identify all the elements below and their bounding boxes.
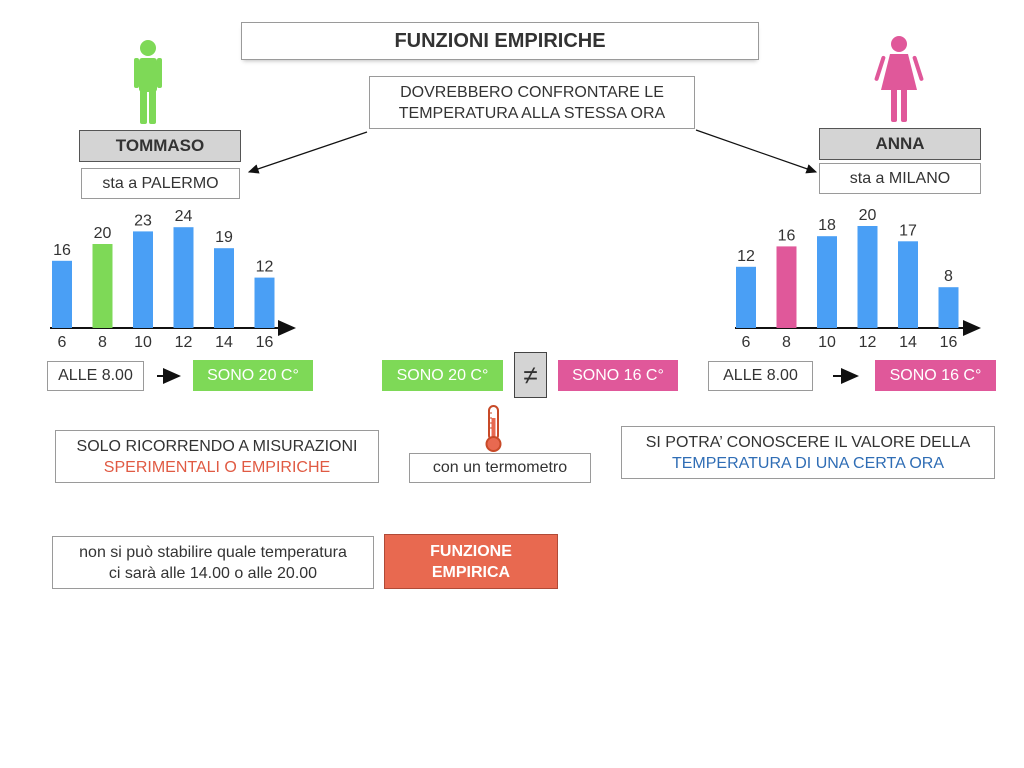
bar-value-label: 19 — [215, 229, 233, 246]
thermometer-caption-box: con un termometro — [409, 453, 591, 483]
not-equal-box: ≠ — [514, 352, 547, 398]
bar-value-label: 16 — [53, 242, 71, 259]
thermometer-caption: con un termometro — [432, 459, 568, 476]
compare-right-box: SONO 16 C° — [558, 360, 678, 391]
bar-value-label: 17 — [899, 222, 917, 239]
tommaso-name: TOMMASO — [79, 130, 241, 162]
bar-value-label: 24 — [175, 208, 193, 225]
bar-6 — [736, 266, 756, 328]
left-time-box: ALLE 8.00 — [47, 361, 144, 391]
compare-left-label: SONO 20 C° — [396, 366, 489, 384]
x-tick-label: 10 — [818, 334, 836, 351]
bar-value-label: 18 — [818, 217, 836, 234]
anna-location: sta a MILANO — [819, 163, 981, 194]
right-note-line-1: SI POTRA’ CONOSCERE IL VALORE DELLA — [645, 433, 971, 451]
right-time-box: ALLE 8.00 — [708, 361, 813, 391]
funzione-label-2: EMPIRICA — [431, 563, 511, 581]
left-result-label: SONO 20 C° — [207, 366, 299, 384]
top-note-box: DOVREBBERO CONFRONTARE LE TEMPERATURA AL… — [369, 76, 695, 129]
bottom-note-line-1: non si può stabilire quale temperatura — [79, 543, 347, 561]
bar-8 — [92, 244, 113, 328]
tommaso-name-label: TOMMASO — [115, 136, 205, 155]
bar-14 — [214, 248, 234, 328]
bar-value-label: 20 — [859, 207, 877, 224]
x-tick-label: 14 — [215, 334, 233, 351]
bottom-note-box: non si può stabilire quale temperatura c… — [52, 536, 374, 589]
anna-name-label: ANNA — [875, 134, 925, 153]
bar-value-label: 20 — [94, 225, 112, 242]
page-title: FUNZIONI EMPIRICHE — [394, 29, 606, 52]
tommaso-location-label: sta a PALERMO — [102, 174, 219, 192]
x-tick-label: 8 — [782, 334, 791, 351]
right-note-line-2: TEMPERATURA DI UNA CERTA ORA — [671, 454, 945, 472]
bottom-note-line-2: ci sarà alle 14.00 o alle 20.00 — [108, 564, 318, 582]
x-tick-label: 16 — [940, 334, 958, 351]
bar-value-label: 8 — [944, 268, 953, 285]
male-person-icon — [134, 40, 162, 124]
bar-10 — [133, 231, 153, 328]
compare-left-box: SONO 20 C° — [382, 360, 503, 391]
top-note-line-1: DOVREBBERO CONFRONTARE LE — [400, 83, 664, 101]
anna-name: ANNA — [819, 128, 981, 160]
x-tick-label: 6 — [58, 334, 67, 351]
right-time-label: ALLE 8.00 — [723, 367, 798, 384]
right-note-box: SI POTRA’ CONOSCERE IL VALORE DELLA TEMP… — [621, 426, 995, 479]
left-result-box: SONO 20 C° — [193, 360, 313, 391]
x-tick-label: 12 — [175, 334, 193, 351]
x-tick-label: 16 — [256, 334, 274, 351]
left-note-line-2: SPERIMENTALI O EMPIRICHE — [103, 458, 331, 476]
chart-tommaso: 16 6 20 8 23 10 24 12 19 14 12 16 — [50, 208, 296, 351]
compare-right-label: SONO 16 C° — [572, 366, 664, 384]
left-note-box: SOLO RICORRENDO A MISURAZIONI SPERIMENTA… — [55, 430, 379, 483]
arrow-to-anna — [695, 129, 818, 174]
funzione-empirica-box: FUNZIONE EMPIRICA — [384, 534, 558, 589]
bar-6 — [52, 260, 72, 328]
anna-location-label: sta a MILANO — [849, 169, 951, 187]
chart-anna: 12 6 16 8 18 10 20 12 17 14 8 16 — [735, 207, 981, 351]
x-tick-label: 10 — [134, 334, 152, 351]
bar-8 — [776, 246, 797, 328]
thermometer-icon — [485, 405, 502, 452]
tommaso-location: sta a PALERMO — [81, 168, 240, 199]
bar-16 — [254, 277, 275, 328]
bar-value-label: 23 — [134, 212, 152, 229]
x-tick-label: 8 — [98, 334, 107, 351]
x-tick-label: 6 — [742, 334, 751, 351]
bar-10 — [817, 236, 837, 328]
female-person-icon — [874, 36, 924, 122]
bar-12 — [857, 226, 878, 328]
arrow-to-tommaso — [247, 131, 368, 174]
left-time-label: ALLE 8.00 — [58, 367, 133, 384]
bar-value-label: 12 — [737, 248, 755, 265]
not-equal-symbol: ≠ — [523, 359, 538, 390]
funzione-label-1: FUNZIONE — [430, 542, 512, 560]
top-note-line-2: TEMPERATURA ALLA STESSA ORA — [398, 104, 666, 122]
bar-16 — [938, 287, 959, 328]
right-result-label: SONO 16 C° — [889, 366, 982, 384]
left-note-line-1: SOLO RICORRENDO A MISURAZIONI — [76, 437, 358, 455]
x-tick-label: 12 — [859, 334, 877, 351]
bar-12 — [173, 227, 194, 328]
bar-14 — [898, 241, 918, 328]
x-tick-label: 14 — [899, 334, 917, 351]
title-box: FUNZIONI EMPIRICHE — [241, 22, 759, 60]
right-result-box: SONO 16 C° — [875, 360, 996, 391]
bar-value-label: 12 — [256, 259, 274, 276]
bar-value-label: 16 — [778, 227, 796, 244]
